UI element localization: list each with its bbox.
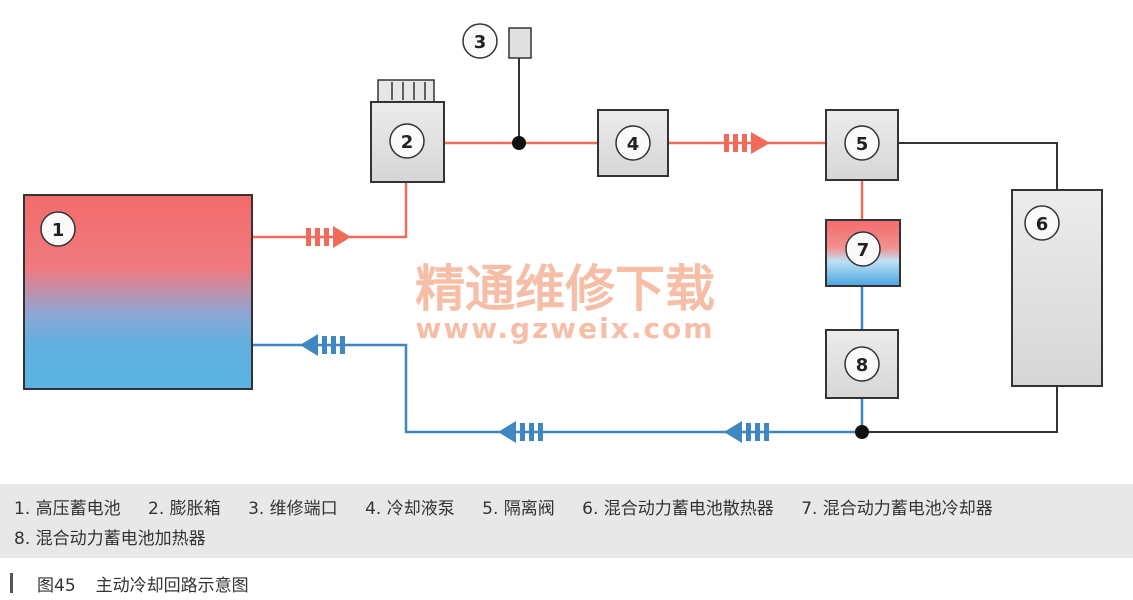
component-radiator: 6: [1011, 189, 1103, 387]
component-service-port: 3: [462, 23, 532, 59]
legend-item-7: 7. 混合动力蓄电池冷却器: [801, 499, 993, 519]
pipe-return-to-battery: [252, 343, 862, 434]
caption-bar: [10, 573, 13, 593]
pipe-valve-to-radiator: [898, 142, 1058, 190]
node-label-8: 8: [856, 355, 869, 376]
component-battery: 1: [23, 194, 253, 390]
node-label-6: 6: [1036, 214, 1049, 235]
junction-bottom: [855, 425, 869, 439]
flow-arrow-right-2: [724, 132, 770, 154]
cooling-circuit-diagram: 1 2 3 4 5 6 7: [23, 23, 1103, 443]
node-label-2: 2: [401, 132, 414, 153]
component-cooler: 7: [825, 219, 901, 287]
legend-item-6: 6. 混合动力蓄电池散热器: [582, 499, 774, 519]
legend-item-8: 8. 混合动力蓄电池加热器: [14, 529, 206, 549]
component-expansion-tank: 2: [370, 79, 445, 183]
figure-number: 图45: [37, 575, 76, 596]
watermark-text: 精通维修下载: [415, 259, 715, 318]
hot-pipes: [252, 141, 864, 239]
node-label-1: 1: [52, 220, 65, 241]
watermark-url: www.gzweix.com: [416, 312, 715, 345]
node-label-4: 4: [627, 134, 640, 155]
node-label-5: 5: [856, 134, 869, 155]
legend-item-5: 5. 隔离阀: [482, 499, 555, 519]
pipe-radiator-to-junction: [862, 386, 1058, 433]
legend-item-1: 1. 高压蓄电池: [14, 499, 121, 519]
legend: 1. 高压蓄电池 2. 膨胀箱 3. 维修端口 4. 冷却液泵 5. 隔离阀 6…: [0, 484, 1133, 558]
figure-title: 主动冷却回路示意图: [95, 575, 249, 596]
component-coolant-pump: 4: [597, 109, 669, 177]
legend-item-2: 2. 膨胀箱: [148, 499, 221, 519]
component-heater: 8: [825, 329, 899, 399]
pipe-battery-to-expansion: [252, 182, 408, 239]
node-label-7: 7: [857, 240, 870, 261]
flow-arrow-left-1: [300, 334, 345, 356]
flow-arrow-right-1: [306, 226, 351, 248]
figure-caption: 图45 主动冷却回路示意图: [0, 568, 249, 598]
node-label-3: 3: [474, 32, 487, 53]
radiator-pipes: [518, 58, 1058, 433]
legend-item-4: 4. 冷却液泵: [365, 499, 455, 519]
legend-item-3: 3. 维修端口: [248, 499, 338, 519]
flow-arrow-left-3: [724, 421, 769, 443]
flow-arrow-left-2: [498, 421, 543, 443]
junction-top: [512, 136, 526, 150]
component-isolation-valve: 5: [825, 109, 899, 181]
